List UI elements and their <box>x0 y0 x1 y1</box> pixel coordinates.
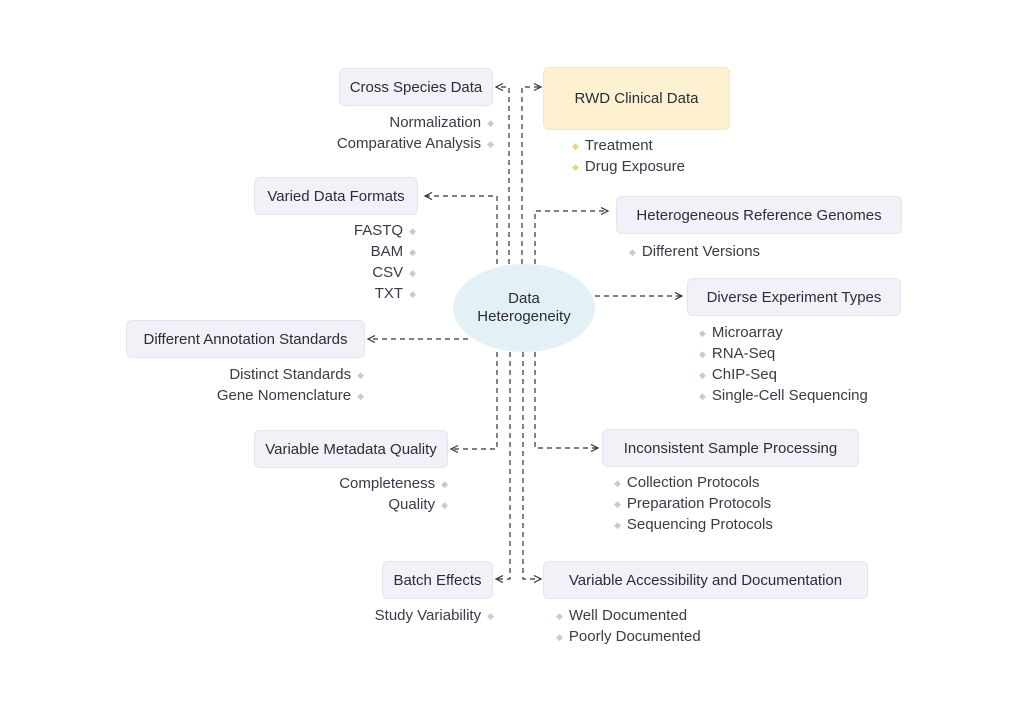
bullet-icon: ◆ <box>441 499 448 510</box>
list-item: ◆Drug Exposure <box>572 156 685 178</box>
list-item: Completeness◆ <box>339 473 448 495</box>
list-item: Comparative Analysis◆ <box>337 133 494 155</box>
bullet-icon: ◆ <box>699 348 706 359</box>
bullet-icon: ◆ <box>629 246 636 257</box>
bullet-icon: ◆ <box>572 140 579 151</box>
node-variable-metadata-quality: Variable Metadata Quality <box>254 430 448 468</box>
bullet-icon: ◆ <box>699 390 706 401</box>
list-item: Quality◆ <box>388 494 448 516</box>
list-item: TXT◆ <box>375 283 416 305</box>
list-item: Distinct Standards◆ <box>229 364 364 386</box>
list-item: ◆Microarray <box>699 322 783 344</box>
bullet-icon: ◆ <box>357 390 364 401</box>
list-item: ◆Single-Cell Sequencing <box>699 385 868 407</box>
list-item: ◆Treatment <box>572 135 653 157</box>
bullet-icon: ◆ <box>614 477 621 488</box>
list-item: Normalization◆ <box>389 112 494 134</box>
node-heterogeneous-reference-genomes: Heterogeneous Reference Genomes <box>616 196 902 234</box>
bullet-icon: ◆ <box>409 288 416 299</box>
node-varied-data-formats: Varied Data Formats <box>254 177 418 215</box>
list-item: CSV◆ <box>372 262 416 284</box>
list-item: Gene Nomenclature◆ <box>217 385 364 407</box>
bullet-icon: ◆ <box>699 369 706 380</box>
bullet-icon: ◆ <box>441 478 448 489</box>
bullet-icon: ◆ <box>699 327 706 338</box>
node-cross-species-data: Cross Species Data <box>339 68 493 106</box>
bullet-icon: ◆ <box>556 631 563 642</box>
bullet-icon: ◆ <box>409 225 416 236</box>
bullet-icon: ◆ <box>409 267 416 278</box>
link-sample-processing <box>534 352 598 448</box>
list-item: ◆Well Documented <box>556 605 687 627</box>
list-item: FASTQ◆ <box>354 220 416 242</box>
list-item: ◆RNA-Seq <box>699 343 775 365</box>
node-rwd-clinical-data: RWD Clinical Data <box>543 67 730 130</box>
link-metadata-quality <box>451 352 498 449</box>
bullet-icon: ◆ <box>487 610 494 621</box>
node-variable-accessibility-documentation: Variable Accessibility and Documentation <box>543 561 868 599</box>
list-item: ◆Poorly Documented <box>556 626 701 648</box>
link-reference-genomes <box>534 211 608 264</box>
list-item: ◆Collection Protocols <box>614 472 759 494</box>
list-item: ◆Sequencing Protocols <box>614 514 773 536</box>
node-batch-effects: Batch Effects <box>382 561 493 599</box>
link-varied-formats <box>425 196 498 264</box>
link-rwd-clinical <box>521 87 541 264</box>
center-node-data-heterogeneity: Data Heterogeneity <box>453 264 595 352</box>
bullet-icon: ◆ <box>614 519 621 530</box>
list-item: ◆ChIP-Seq <box>699 364 777 386</box>
bullet-icon: ◆ <box>572 161 579 172</box>
node-diverse-experiment-types: Diverse Experiment Types <box>687 278 901 316</box>
bullet-icon: ◆ <box>556 610 563 621</box>
list-item: Study Variability◆ <box>375 605 494 627</box>
link-batch-effects <box>496 352 511 579</box>
bullet-icon: ◆ <box>614 498 621 509</box>
bullet-icon: ◆ <box>357 369 364 380</box>
node-different-annotation-standards: Different Annotation Standards <box>126 320 365 358</box>
bullet-icon: ◆ <box>487 138 494 149</box>
center-label-line2: Heterogeneity <box>477 308 571 325</box>
list-item: BAM◆ <box>371 241 416 263</box>
bullet-icon: ◆ <box>409 246 416 257</box>
node-inconsistent-sample-processing: Inconsistent Sample Processing <box>602 429 859 467</box>
link-accessibility <box>522 352 541 579</box>
bullet-icon: ◆ <box>487 117 494 128</box>
list-item: ◆Different Versions <box>629 241 760 263</box>
list-item: ◆Preparation Protocols <box>614 493 771 515</box>
center-label-line1: Data <box>508 290 540 307</box>
link-cross-species <box>496 87 510 264</box>
